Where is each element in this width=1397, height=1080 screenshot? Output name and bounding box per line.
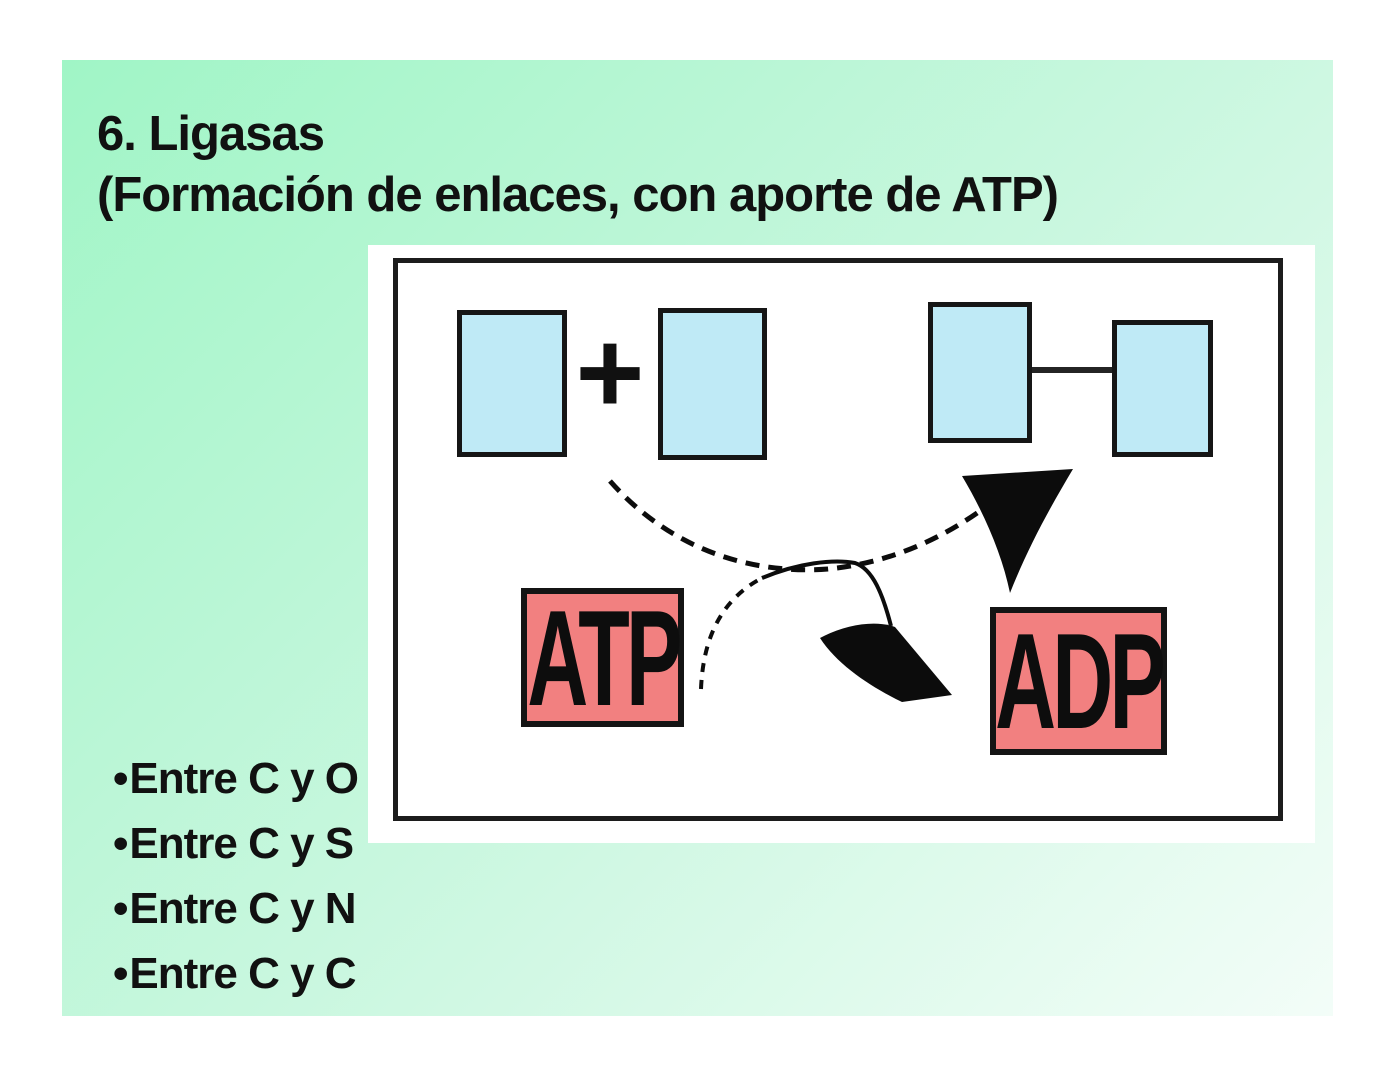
reaction-arc	[608, 479, 982, 573]
atp-arrow-tail	[699, 576, 763, 690]
list-item-label: Entre C y N	[129, 884, 356, 933]
substrate-square-1	[457, 310, 567, 457]
slide-background: 6. Ligasas (Formación de enlaces, con ap…	[62, 60, 1333, 1016]
list-item-label: Entre C y C	[129, 949, 356, 998]
reaction-arrowhead-icon	[962, 469, 1073, 593]
atp-arrowhead-icon	[820, 623, 952, 702]
bullet-icon: •	[113, 949, 128, 998]
atp-arrow-cross	[761, 559, 893, 627]
bond-line	[1032, 367, 1114, 373]
product-square-1	[928, 302, 1032, 443]
atp-box: ATP	[521, 588, 684, 727]
atp-label: ATP	[526, 581, 682, 734]
bullet-icon: •	[113, 819, 128, 868]
list-item: • Entre C y C	[113, 952, 358, 996]
list-item: • Entre C y O	[113, 754, 359, 803]
list-item: • Entre C y N	[113, 887, 358, 931]
bullet-icon: •	[113, 884, 128, 933]
list-item-label: Entre C y S	[129, 819, 354, 868]
list-item: • Entre C y S	[113, 822, 358, 866]
list-item-label: Entre C y O	[129, 754, 359, 803]
title-line-1: 6. Ligasas	[97, 107, 325, 161]
arrows-graphic	[608, 469, 1073, 702]
adp-box: ADP	[990, 607, 1167, 755]
slide-title: 6. Ligasas (Formación de enlaces, con ap…	[97, 104, 1059, 226]
title-line-2: (Formación de enlaces, con aporte de ATP…	[97, 168, 1059, 222]
bullet-icon: •	[113, 754, 128, 803]
adp-label: ADP	[995, 605, 1166, 757]
product-square-2	[1112, 320, 1213, 457]
bond-type-list: • Entre C y O • Entre C y S • Entre C y …	[113, 754, 359, 1017]
plus-icon: +	[575, 307, 645, 439]
substrate-square-2	[658, 308, 767, 460]
reaction-figure: + ATP ADP	[368, 245, 1315, 843]
